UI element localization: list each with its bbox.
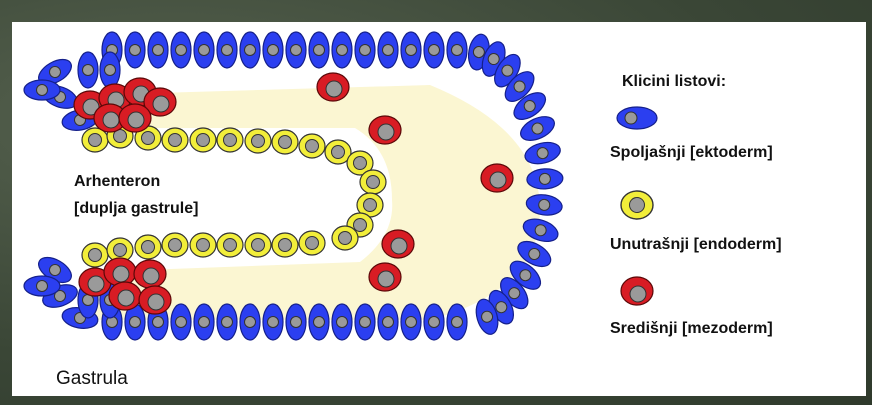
ectoderm-cell [378,304,398,340]
endoderm-cell [190,128,216,152]
endoderm-cell [190,233,216,257]
ectoderm-cell [263,32,283,68]
endoderm-cell [82,243,108,267]
ectoderm-cell [424,304,444,340]
ectoderm-cell [378,32,398,68]
ectoderm-cell [171,32,191,68]
mesoderm-cell [382,230,414,258]
endoderm-cell [217,128,243,152]
endoderm-cell [135,235,161,259]
endoderm-cell [272,130,298,154]
mesoderm-cell [109,282,141,310]
endoderm-cell [272,233,298,257]
endoderm-cell [162,233,188,257]
legend-label-mesoderm: Središnji [mezoderm] [610,320,773,338]
ectoderm-cell [401,304,421,340]
ectoderm-cell [424,32,444,68]
mesoderm-cell [369,263,401,291]
endoderm-cell [217,233,243,257]
mesoderm-cell [317,73,349,101]
mesoderm-cell [134,260,166,288]
endoderm-cell [360,170,386,194]
ectoderm-cell [332,304,352,340]
mesoderm-cell [139,286,171,314]
ectoderm-cell [194,304,214,340]
legend-label-endoderm: Unutrašnji [endoderm] [610,236,782,254]
endoderm-cell [299,134,325,158]
ectoderm-cell [355,32,375,68]
endoderm-cell [245,233,271,257]
ectoderm-cell [78,52,98,88]
ectoderm-cell [100,52,120,88]
ectoderm-cell [24,276,60,296]
endoderm-cell [245,129,271,153]
legend-label-ectoderm: Spoljašnji [ektoderm] [610,144,773,162]
archenteron-label: Arhenteron [74,173,160,191]
mesoderm-cell [369,116,401,144]
ectoderm-cell [286,304,306,340]
ectoderm-cell [148,32,168,68]
mesoderm-cell [481,164,513,192]
ectoderm-cell [217,304,237,340]
ectoderm-cell [24,80,60,100]
endoderm-cell [162,128,188,152]
mesoderm-cell [119,104,151,132]
ectoderm-cell [332,32,352,68]
ectoderm-cell [401,32,421,68]
archenteron-sublabel: [duplja gastrule] [74,200,198,218]
ectoderm-cell [263,304,283,340]
ectoderm-cell [286,32,306,68]
legend-title: Klicini listovi: [622,73,726,91]
ectoderm-cell [447,304,467,340]
legend-icons [617,107,657,305]
diagram-caption: Gastrula [56,368,128,390]
ectoderm-cell [240,304,260,340]
endoderm-cell [299,231,325,255]
ectoderm-cell-icon [617,107,657,129]
ectoderm-cell [309,32,329,68]
ectoderm-cell [194,32,214,68]
ectoderm-cell [217,32,237,68]
ectoderm-cell [355,304,375,340]
ectoderm-cell [171,304,191,340]
ectoderm-cell [125,32,145,68]
mesoderm-cell-icon [621,277,653,305]
ectoderm-cell [240,32,260,68]
ectoderm-cell [309,304,329,340]
endoderm-cell-icon [621,191,653,219]
mesoderm-cell [104,258,136,286]
ectoderm-cell [447,32,467,68]
endoderm-cell [332,226,358,250]
